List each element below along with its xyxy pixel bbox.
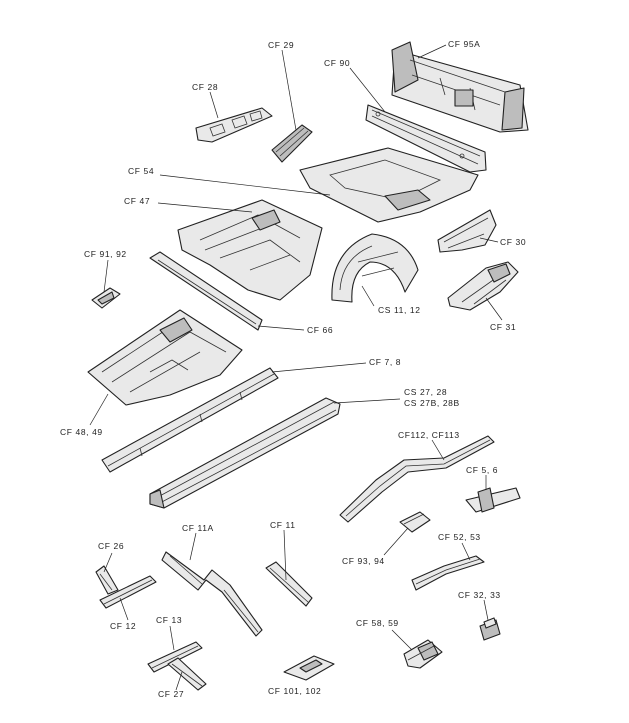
label-cf54: CF 54 [128,166,154,176]
label-cf5-6: CF 5, 6 [466,465,498,475]
part-cf31 [447,261,519,311]
part-cf5-6 [465,487,521,513]
part-cf12 [99,575,157,609]
part-cf101-102 [283,655,335,681]
label-cf93-94: CF 93, 94 [342,556,385,566]
label-cf13: CF 13 [156,615,182,625]
label-cf31: CF 31 [490,322,516,332]
part-cf91-92 [91,287,121,309]
part-cf29 [271,124,313,163]
part-cf47 [177,199,323,301]
part-cf48-49 [87,309,243,406]
label-cf91-92: CF 91, 92 [84,249,127,259]
part-cf52-53 [411,555,485,591]
part-cf11 [265,561,313,607]
label-cs27-28: CS 27, 28 [404,387,447,397]
part-cf7-8 [101,367,279,473]
label-cf30: CF 30 [500,237,526,247]
part-cf28 [195,107,273,143]
label-cf26: CF 26 [98,541,124,551]
label-cf11a: CF 11A [182,523,214,533]
label-cf28: CF 28 [192,82,218,92]
label-cf95a: CF 95A [448,39,480,49]
part-cf95a [391,41,529,133]
part-cf90 [365,104,487,173]
label-cf11: CF 11 [270,520,296,530]
part-cf93-94 [399,511,431,533]
label-cf58-59: CF 58, 59 [356,618,399,628]
label-cf27: CF 27 [158,689,184,699]
label-cf101-102: CF 101, 102 [268,686,321,696]
label-cf7-8: CF 7, 8 [369,357,401,367]
label-cf32-33: CF 32, 33 [458,590,501,600]
label-cf90: CF 90 [324,58,350,68]
label-cf48-49: CF 48, 49 [60,427,103,437]
part-cf13 [147,641,203,673]
part-cf58-59 [403,639,443,669]
part-cf32-33 [479,617,501,641]
label-cf52-53: CF 52, 53 [438,532,481,542]
part-cf26 [95,565,119,595]
part-cf112-113 [339,435,495,523]
label-cf12: CF 12 [110,621,136,631]
label-cf47: CF 47 [124,196,150,206]
label-cf112-113: CF112, CF113 [398,430,460,440]
part-cs27-28 [149,397,341,509]
label-cf29: CF 29 [268,40,294,50]
part-cf66 [149,251,263,331]
label-cs27b-28b: CS 27B, 28B [404,398,460,408]
part-cf30 [437,209,497,253]
part-cs11-12 [331,233,419,303]
part-cf11a [161,551,263,637]
part-cf27 [167,657,207,691]
label-cf66: CF 66 [307,325,333,335]
label-cs11-12: CS 11, 12 [378,305,421,315]
